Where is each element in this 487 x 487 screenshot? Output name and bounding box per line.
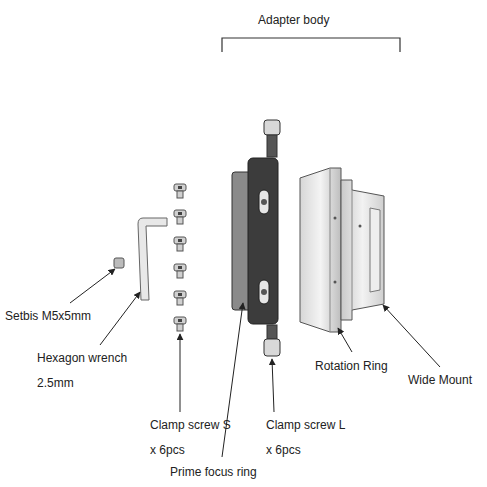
part-label: Wide Mount xyxy=(408,368,472,393)
rotation-ring xyxy=(300,168,341,332)
part-label: Setbis M5x5mm xyxy=(5,304,91,329)
part-label: Clamp screw L x 6pcs xyxy=(266,413,350,463)
part-label: Prime focus ring xyxy=(170,460,257,485)
bracket xyxy=(222,38,400,52)
group-label: Adapter body xyxy=(258,8,329,33)
clamp-screws-l xyxy=(264,120,280,356)
part-label: Rotation Ring xyxy=(315,354,388,379)
prime-focus-ring xyxy=(232,158,278,324)
hexagon-wrench xyxy=(138,218,167,300)
setbis-screw xyxy=(114,258,124,268)
part-label: Hexagon wrench 2.5mm xyxy=(37,346,132,396)
wide-mount xyxy=(341,180,384,320)
part-label: Clamp screw S x 6pcs xyxy=(150,413,234,463)
clamp-screws-s xyxy=(174,184,186,331)
